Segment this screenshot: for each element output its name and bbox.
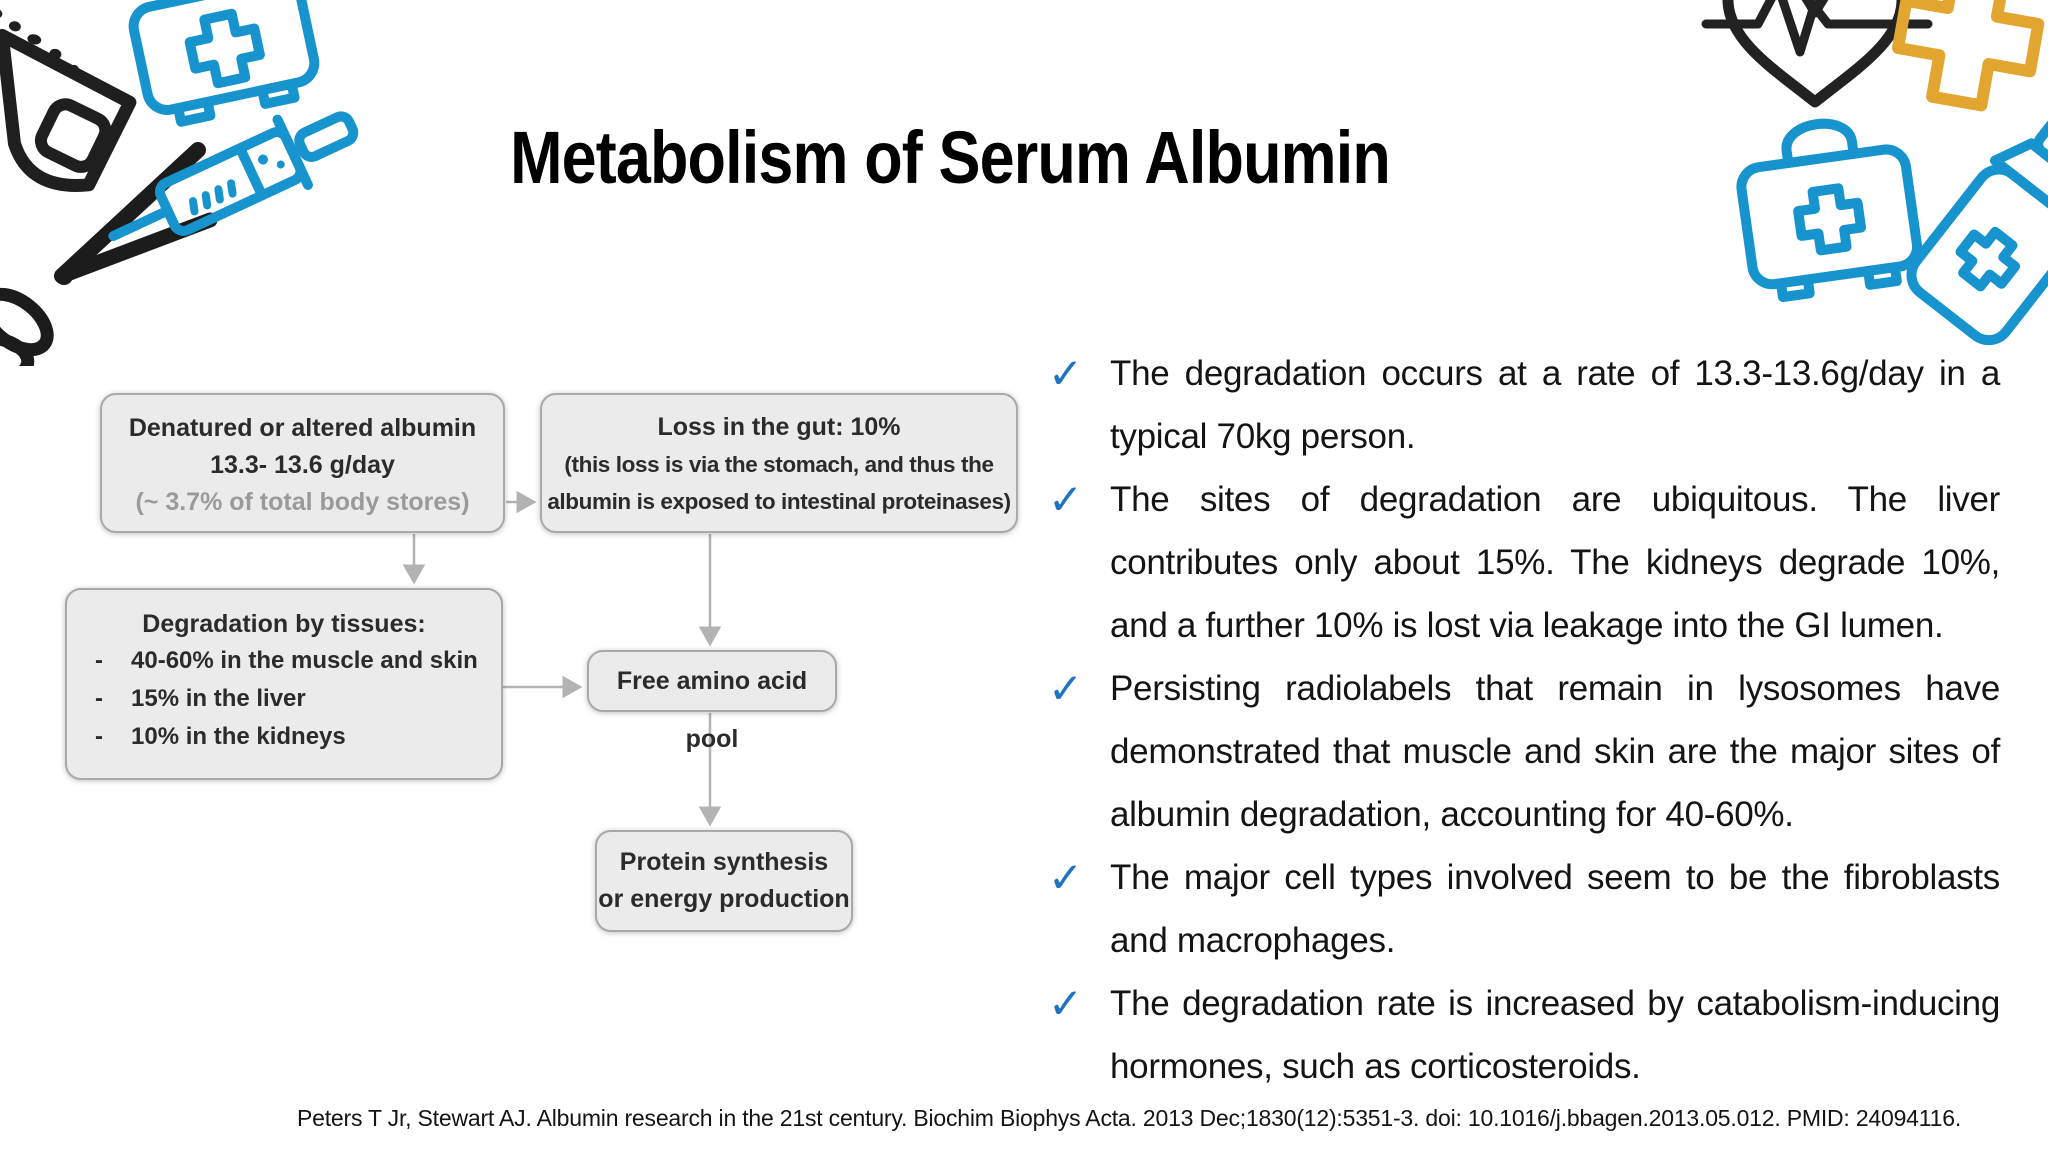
box-list-item: - 10% in the kidneys [67, 718, 501, 756]
list-item: ✓ The degradation occurs at a rate of 13… [1048, 342, 2000, 468]
dash-marker: - [95, 723, 103, 750]
box-list-item-text: 15% in the liver [131, 685, 306, 712]
bullet-text: The degradation rate is increased by cat… [1110, 984, 2000, 1086]
dash-marker: - [95, 685, 103, 712]
box-line: Protein synthesis [619, 848, 829, 876]
check-icon: ✓ [1048, 854, 1084, 901]
page-title: Metabolism of Serum Albumin [510, 116, 1391, 199]
flowchart-box-protein-synthesis: Protein synthesis or energy production [595, 830, 853, 932]
bullet-list: ✓ The degradation occurs at a rate of 13… [1048, 342, 2000, 1098]
check-icon: ✓ [1048, 665, 1084, 712]
list-item: ✓ Persisting radiolabels that remain in … [1048, 657, 2000, 846]
dash-marker: - [95, 647, 103, 674]
box-line: albumin is exposed to intestinal protein… [547, 489, 1011, 514]
list-item: ✓ The major cell types involved seem to … [1048, 846, 2000, 972]
flowchart-box-denatured-albumin: Denatured or altered albumin 13.3- 13.6 … [100, 393, 505, 533]
box-list-item-text: 40-60% in the muscle and skin [131, 647, 478, 674]
bullet-text: Persisting radiolabels that remain in ly… [1110, 669, 2000, 834]
heart-ecg-icon [1701, 0, 1933, 108]
box-heading: Degradation by tissues: [142, 610, 426, 638]
box-line: (this loss is via the stomach, and thus … [564, 452, 994, 477]
box-list-item: - 15% in the liver [67, 680, 501, 718]
check-icon: ✓ [1048, 476, 1084, 523]
bullet-text: The sites of degradation are ubiquitous.… [1110, 480, 2000, 645]
bullet-text: The degradation occurs at a rate of 13.3… [1110, 354, 2000, 456]
list-item: ✓ The sites of degradation are ubiquitou… [1048, 468, 2000, 657]
bullet-text: The major cell types involved seem to be… [1110, 858, 2000, 960]
box-line: Loss in the gut: 10% [657, 413, 901, 441]
flowchart-box-degradation-by-tissues: Degradation by tissues: - 40-60% in the … [65, 588, 503, 780]
flowchart-box-free-amino-acid-pool: Free amino acid pool [587, 650, 837, 753]
check-icon: ✓ [1048, 350, 1084, 397]
box-line: 13.3- 13.6 g/day [210, 451, 395, 479]
box-list-item: - 40-60% in the muscle and skin [67, 642, 501, 680]
check-icon: ✓ [1048, 980, 1084, 1027]
flowchart-box-gut-loss: Loss in the gut: 10% (this loss is via t… [540, 393, 1018, 533]
box-line: (~ 3.7% of total body stores) [135, 488, 470, 516]
box-line: Free amino acid pool [616, 667, 808, 753]
list-item: ✓ The degradation rate is increased by c… [1048, 972, 2000, 1098]
box-line: or energy production [598, 885, 850, 913]
citation-reference: Peters T Jr, Stewart AJ. Albumin researc… [297, 1105, 1962, 1131]
box-line: Denatured or altered albumin [128, 414, 477, 442]
box-list-item-text: 10% in the kidneys [131, 723, 346, 750]
medical-cross-icon [1892, 0, 2045, 112]
